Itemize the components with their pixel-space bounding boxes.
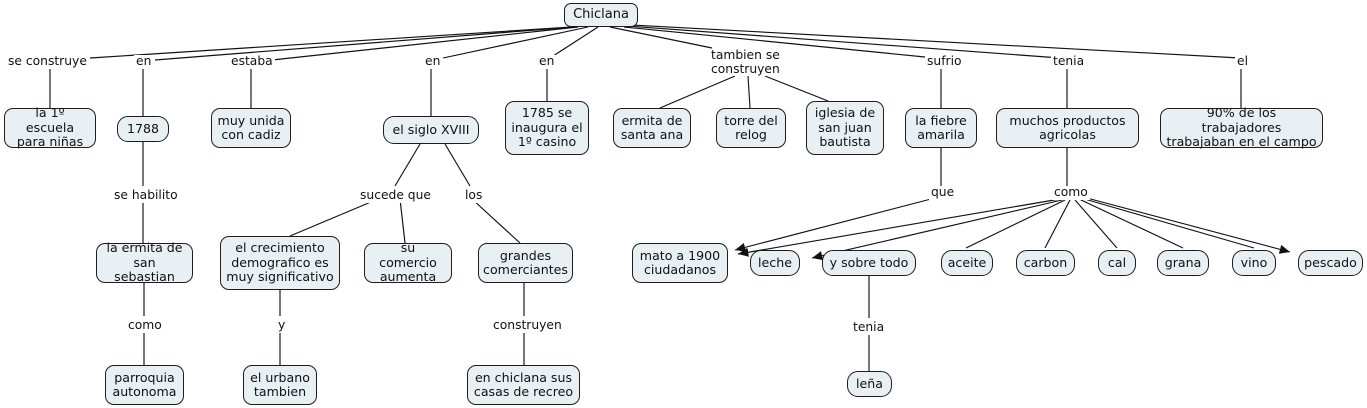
edge-label-l-tenia-lena: tenia xyxy=(851,320,887,335)
edge-como-vino xyxy=(1080,197,1255,249)
concept-node-recreo[interactable]: en chiclana sus casas de recreo xyxy=(467,365,580,405)
edge-como-aceite xyxy=(965,199,1066,249)
edge-siglo18-sucede-que xyxy=(394,143,421,187)
edge-label-l-tenia-prod: tenia xyxy=(1051,54,1087,69)
edge-label-l-en-casino: en xyxy=(537,54,557,69)
concept-node-vino[interactable]: vino xyxy=(1232,250,1276,276)
concept-node-chiclana[interactable]: Chiclana xyxy=(564,3,638,27)
edge-label-l-en-1788: en xyxy=(134,54,154,69)
concept-node-aceite[interactable]: aceite xyxy=(941,250,993,276)
edge-label-l-se-construye: se construye xyxy=(6,54,89,69)
edge-como-cal xyxy=(1074,199,1118,249)
concept-node-lena[interactable]: leña xyxy=(847,371,892,397)
edge-chiclana-se-construye xyxy=(89,26,573,59)
edge-label-l-y: y xyxy=(276,318,288,333)
concept-node-fiebre[interactable]: la fiebre amarila xyxy=(905,108,977,148)
edge-chiclana-estaba xyxy=(271,26,579,61)
edge-label-l-los: los xyxy=(463,188,485,203)
concept-node-comerciantes[interactable]: grandes comerciantes xyxy=(478,243,573,283)
concept-node-ermita_ana[interactable]: ermita de santa ana xyxy=(613,108,691,148)
concept-node-parroquia[interactable]: parroquia autonoma xyxy=(105,365,184,405)
edge-label-l-estaba: estaba xyxy=(229,54,275,69)
concept-node-1788[interactable]: 1788 xyxy=(117,116,169,142)
edge-label-l-como-ermita: como xyxy=(126,318,164,333)
edge-tambien-iglesia xyxy=(764,75,829,102)
concept-node-iglesia[interactable]: iglesia de san juan bautista xyxy=(806,101,884,155)
edge-siglo18-los xyxy=(444,143,471,187)
edge-que-mato xyxy=(734,198,932,252)
edge-chiclana-en-1788 xyxy=(154,26,575,61)
concept-node-carbon[interactable]: carbon xyxy=(1016,250,1075,276)
edge-label-l-construyen: construyen xyxy=(491,318,564,333)
concept-node-mato[interactable]: mato a 1900 ciudadanos xyxy=(632,243,728,283)
edge-label-l-el: el xyxy=(1235,54,1250,69)
edge-sucede-crecimiento xyxy=(289,198,379,237)
edge-como-pescado xyxy=(1082,196,1291,254)
edge-label-l-en-siglo: en xyxy=(423,54,443,69)
edge-chiclana-tambien xyxy=(609,26,713,49)
concept-node-campo[interactable]: 90% de los trabajadores trabajaban en el… xyxy=(1160,106,1323,149)
edge-como-mato xyxy=(737,198,1061,257)
edge-como-leche xyxy=(811,199,1063,261)
concept-node-leche[interactable]: leche xyxy=(750,250,800,276)
concept-node-urbano[interactable]: el urbano tambien xyxy=(243,365,317,405)
edge-chiclana-tenia xyxy=(627,25,1061,59)
edge-chiclana-el xyxy=(631,24,1241,59)
edge-tambien-ermita-ana xyxy=(659,75,736,109)
edge-chiclana-en-siglo xyxy=(442,26,589,59)
edge-chiclana-sufrio xyxy=(623,26,936,59)
concept-node-crecimiento[interactable]: el crecimiento demografico es muy signif… xyxy=(220,236,340,290)
concept-node-siglo18[interactable]: el siglo XVIII xyxy=(383,116,479,144)
edge-como-carbon xyxy=(1044,199,1071,249)
concept-node-grana[interactable]: grana xyxy=(1157,250,1209,276)
edge-label-l-sufrio: sufrio xyxy=(925,54,964,69)
concept-node-cadiz[interactable]: muy unida con cadiz xyxy=(211,108,291,148)
concept-node-comercio[interactable]: su comercio aumenta xyxy=(364,241,452,284)
edge-los-comerciantes xyxy=(471,198,521,244)
concept-node-torre[interactable]: torre del relog xyxy=(716,108,786,148)
concept-node-pescado[interactable]: pescado xyxy=(1298,250,1363,276)
concept-node-productos[interactable]: muchos productos agricolas xyxy=(996,108,1139,148)
edge-label-l-como-prod: como xyxy=(1052,185,1090,200)
concept-node-sobretodo[interactable]: y sobre todo xyxy=(822,250,916,276)
concept-node-casino[interactable]: 1785 se inaugura el 1º casino xyxy=(505,101,589,155)
edge-label-l-tambien: tambien se construyen xyxy=(709,48,782,77)
edge-sucede-comercio xyxy=(399,198,406,244)
edge-como-grana xyxy=(1078,198,1184,249)
edge-label-l-que: que xyxy=(929,185,957,200)
edge-label-l-se-habilito: se habilito xyxy=(112,188,180,203)
concept-node-cal[interactable]: cal xyxy=(1098,250,1136,276)
concept-node-escuela[interactable]: la 1º escuela para niñas xyxy=(4,106,96,149)
edge-tambien-torre xyxy=(747,75,751,109)
concept-node-ermita_seb[interactable]: la ermita de san sebastian xyxy=(96,241,193,284)
edge-chiclana-en-casino xyxy=(549,26,599,59)
edge-label-l-sucede-que: sucede que xyxy=(358,188,433,203)
